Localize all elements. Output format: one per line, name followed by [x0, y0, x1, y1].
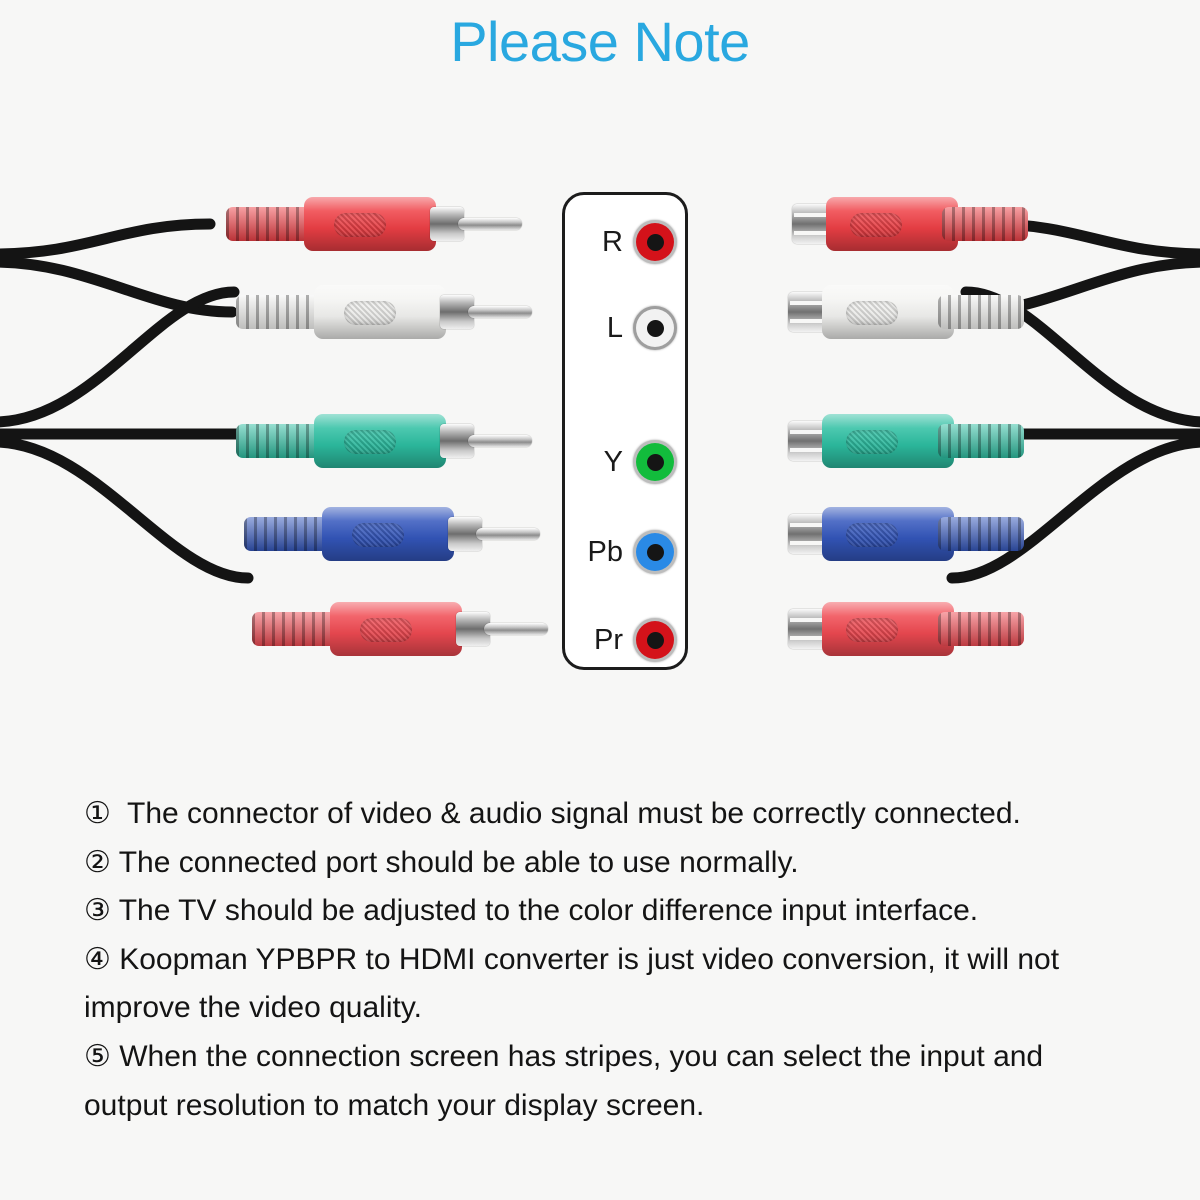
- cable-right-r: [984, 218, 1200, 260]
- jack-label-r: R: [602, 225, 623, 258]
- rca-jack-y-icon[interactable]: [633, 440, 677, 484]
- note-item: ② The connected port should be able to u…: [84, 845, 799, 879]
- jack-row-pb: Pb: [565, 525, 691, 579]
- cable-left-y: [0, 286, 240, 428]
- rca-jack-pb-icon[interactable]: [633, 530, 677, 574]
- jack-row-r: R: [565, 215, 691, 269]
- rca-cable-diagram: R L Y Pb Pr: [0, 150, 1200, 710]
- jack-row-y: Y: [565, 435, 691, 489]
- rca-jack-panel: R L Y Pb Pr: [562, 192, 688, 670]
- cable-left-pr: [0, 436, 254, 584]
- cable-left-r: [0, 218, 216, 260]
- cable-right-pr: [946, 436, 1200, 584]
- jack-row-l: L: [565, 301, 691, 355]
- jack-label-pr: Pr: [594, 623, 623, 656]
- jack-label-pb: Pb: [587, 535, 623, 568]
- cable-routing-svg: [0, 218, 1200, 584]
- note-item: ④ Koopman YPBPR to HDMI converter is jus…: [84, 942, 1068, 1025]
- note-item: ⑤ When the connection screen has stripes…: [84, 1039, 1052, 1122]
- page-title: Please Note: [450, 10, 750, 73]
- note-item: ③ The TV should be adjusted to the color…: [84, 894, 979, 928]
- jack-row-pr: Pr: [565, 613, 691, 667]
- rca-jack-pr-icon[interactable]: [633, 618, 677, 662]
- jack-label-l: L: [606, 311, 623, 344]
- cable-left-l: [0, 256, 238, 318]
- notes-list: ① The connector of video & audio signal …: [84, 790, 1114, 1130]
- rca-jack-r-icon[interactable]: [633, 220, 677, 264]
- rca-jack-l-icon[interactable]: [633, 306, 677, 350]
- note-item: ① The connector of video & audio signal …: [84, 797, 1021, 830]
- jack-label-y: Y: [603, 445, 623, 478]
